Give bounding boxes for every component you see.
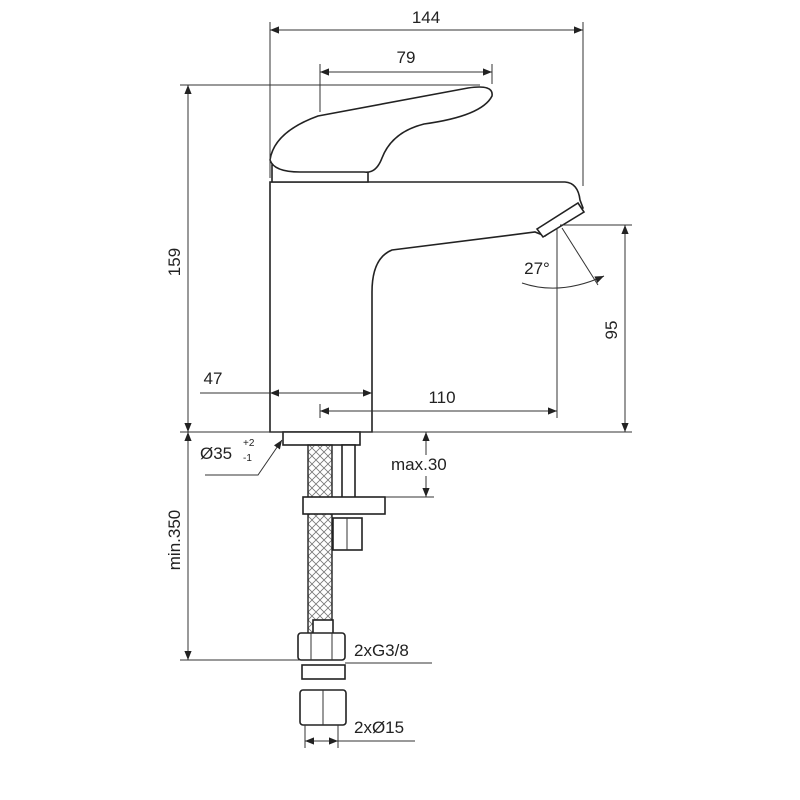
flex-hose [307,444,333,636]
hose-nut [297,632,346,661]
aerator [535,201,586,239]
dim-spout-angle: 27° [524,259,550,278]
installation-parts [282,431,386,726]
dim-overall-width: 144 [412,8,440,27]
dim-max-deck: max.30 [391,455,447,474]
dim-handle-length: 79 [397,48,416,67]
dim-connection-thread: 2xG3/8 [354,641,409,660]
dim-overall-height: 159 [165,248,184,276]
dim-hole-tol-minus: -1 [243,453,252,464]
fixing-plate [302,496,386,515]
threaded-rod [341,444,356,501]
dim-connection-diameter: 2xØ15 [354,718,404,737]
lever-handle [269,86,493,174]
dimension-lines [180,22,632,748]
dim-spout-height: 95 [602,321,621,340]
dim-spout-reach: 110 [428,388,455,407]
base-ring [282,431,361,446]
dim-body-width: 47 [204,369,223,388]
dim-hole-tol-plus: +2 [243,438,255,449]
dim-hole-diameter: Ø35 [200,444,232,463]
faucet-body [269,86,586,433]
dim-min-hose: min.350 [165,510,184,570]
